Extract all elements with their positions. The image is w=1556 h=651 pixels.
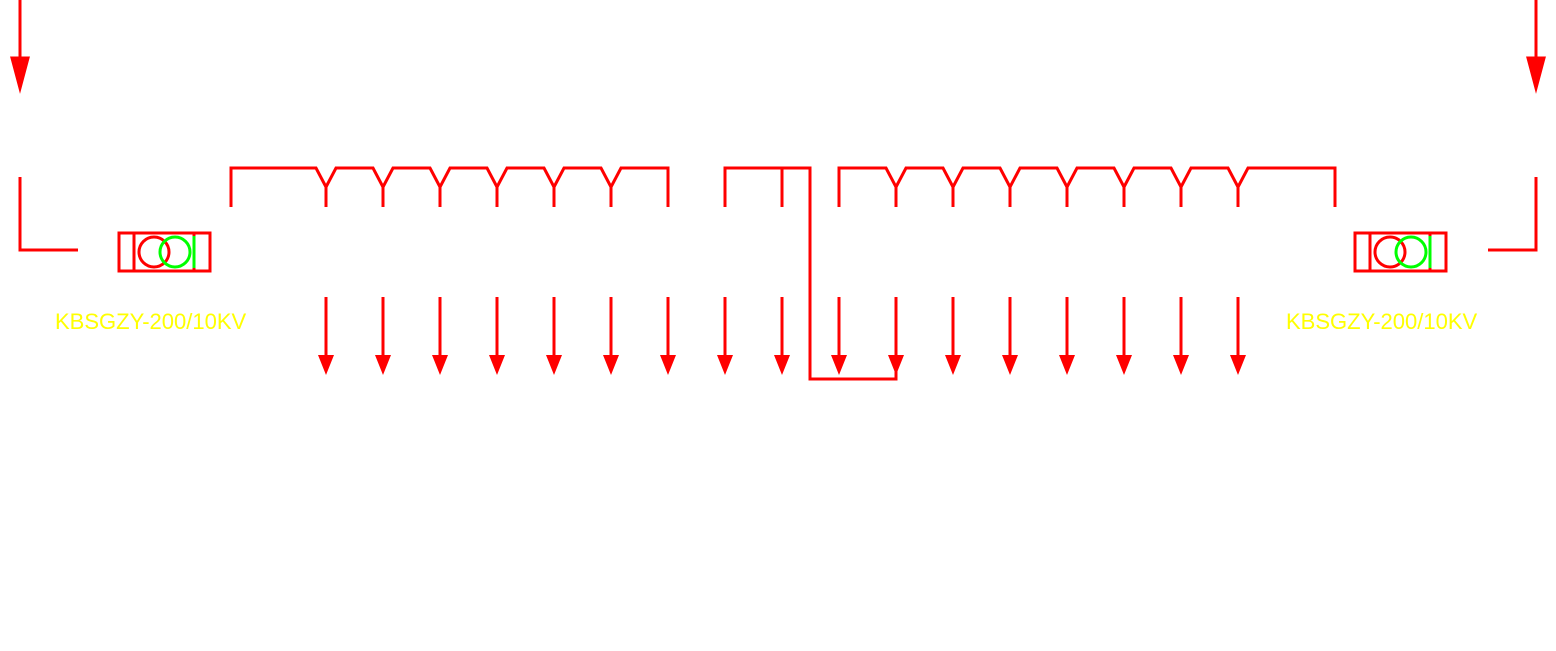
feeder-arrow-icon xyxy=(1002,355,1018,375)
feeder-arrow-icon xyxy=(1059,355,1075,375)
bus-tie xyxy=(723,166,898,381)
feeder-arrows xyxy=(318,297,1246,375)
busbar-left xyxy=(229,166,670,207)
transformer-frame xyxy=(117,231,212,273)
transformer-frame xyxy=(1353,231,1448,273)
transformer-right[interactable] xyxy=(1353,231,1448,273)
feeder-arrow-icon xyxy=(603,355,619,375)
feeder-arrow-icon xyxy=(1230,355,1246,375)
feeder-arrow-icon xyxy=(888,355,904,375)
transformer-label-left: KBSGZY-200/10KV xyxy=(55,309,247,334)
feed-to-transformer-right xyxy=(1488,177,1538,252)
transformer-label-right: KBSGZY-200/10KV xyxy=(1286,309,1478,334)
busbar-lines xyxy=(10,0,1546,381)
feeder-arrow-icon xyxy=(375,355,391,375)
incoming-arrow-left xyxy=(10,56,30,94)
feeder-arrow-icon xyxy=(831,355,847,375)
winding-primary-icon xyxy=(1373,235,1407,269)
winding-primary-icon xyxy=(137,235,171,269)
feeder-arrow-icon xyxy=(432,355,448,375)
feeder-arrow-icon xyxy=(945,355,961,375)
feeder-arrow-icon xyxy=(489,355,505,375)
transformer-left[interactable] xyxy=(117,231,212,273)
winding-secondary-icon xyxy=(1394,235,1428,269)
feeder-arrow-icon xyxy=(660,355,676,375)
busbar-right xyxy=(837,166,1337,207)
feeder-arrow-icon xyxy=(1173,355,1189,375)
feeder-arrow-icon xyxy=(774,355,790,375)
feed-to-transformer-left xyxy=(18,177,78,252)
winding-secondary-icon xyxy=(158,235,192,269)
feeder-arrow-icon xyxy=(1116,355,1132,375)
feeder-arrow-icon xyxy=(546,355,562,375)
feeder-arrow-icon xyxy=(318,355,334,375)
feeder-arrow-icon xyxy=(717,355,733,375)
incoming-arrow-right xyxy=(1526,56,1546,94)
